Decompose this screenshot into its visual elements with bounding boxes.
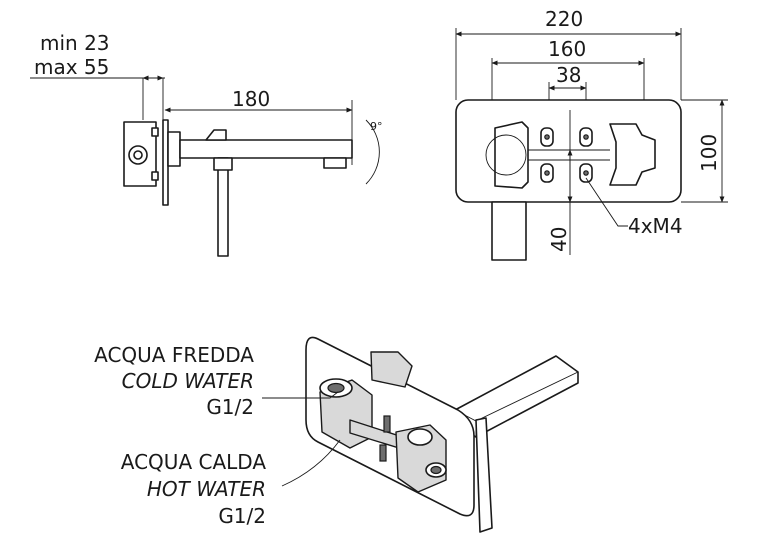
- valve-inlet-inner: [133, 150, 143, 160]
- spout-length-label: 180: [232, 87, 270, 111]
- spout-body: [179, 139, 353, 159]
- spout-front: [491, 201, 527, 261]
- lever-base: [213, 157, 233, 171]
- spout-aerator: [323, 157, 347, 169]
- side-view: min 23 max 55 180 9°: [30, 31, 383, 257]
- iso-back-box: [370, 351, 413, 388]
- mount-hole-2: [544, 170, 550, 176]
- lever-handle: [217, 157, 229, 257]
- spout-collar: [167, 131, 181, 167]
- plate-height-label: 100: [697, 134, 721, 172]
- spout-offset-label: 40: [547, 227, 571, 252]
- front-left-inlet: [494, 121, 529, 189]
- iso-hot-top-port: [407, 428, 433, 446]
- angle-label: 9°: [370, 120, 383, 133]
- hot-water-label-en: HOT WATER: [147, 477, 266, 501]
- front-right-inlet: [609, 123, 656, 186]
- iso-cold-inlet-bore: [327, 382, 345, 394]
- m4-leader: [585, 177, 628, 227]
- iso-hot-inlet-bore: [430, 465, 442, 475]
- plate-width-label: 220: [545, 7, 583, 31]
- mount-hole-1: [544, 134, 550, 140]
- hot-water-thread: G1/2: [218, 504, 266, 528]
- cold-water-label-it: ACQUA FREDDA: [94, 343, 254, 367]
- valve-stud-bottom: [151, 171, 159, 181]
- iso-screw-1: [379, 444, 387, 462]
- hot-water-callout: ACQUA CALDA HOT WATER G1/2: [121, 450, 267, 528]
- iso-spout: [454, 355, 579, 438]
- cold-water-leader: [262, 391, 339, 399]
- front-view: 220 160 38 100: [455, 7, 728, 261]
- isometric-view: [262, 336, 579, 533]
- angle-arc: [365, 119, 380, 185]
- hot-water-leader: [281, 439, 341, 487]
- m4-label: 4xM4: [628, 214, 683, 238]
- min-depth-label: min 23: [40, 31, 110, 55]
- mount-hole-4: [583, 170, 589, 176]
- spacing-160-label: 160: [548, 37, 586, 61]
- spacing-38-label: 38: [556, 63, 581, 87]
- mount-hole-3: [583, 134, 589, 140]
- front-cartridge-circle: [485, 134, 527, 176]
- iso-lever: [475, 417, 493, 533]
- valve-stud-top: [151, 127, 159, 137]
- cold-water-callout: ACQUA FREDDA COLD WATER G1/2: [94, 343, 254, 419]
- hot-water-label-it: ACQUA CALDA: [121, 450, 267, 474]
- spout-top-detail: [205, 129, 227, 141]
- max-depth-label: max 55: [34, 55, 109, 79]
- iso-screw-2: [383, 415, 391, 433]
- cold-water-thread: G1/2: [206, 395, 254, 419]
- cold-water-label-en: COLD WATER: [122, 369, 254, 393]
